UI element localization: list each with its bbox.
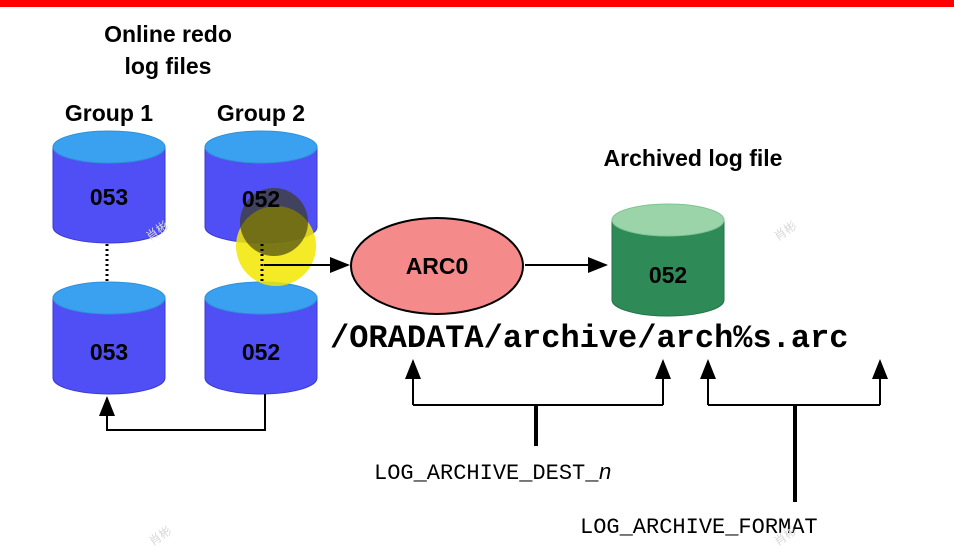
dest-param-suffix: n (598, 461, 612, 486)
archive-path: /ORADATA/archive/arch%s.arc (330, 320, 849, 357)
redo-disk-group1-bottom (52, 281, 166, 395)
cursor-highlight-core (240, 188, 308, 256)
arc0-label: ARC0 (405, 253, 469, 279)
group2-top-seq: 052 (241, 186, 281, 212)
group2-bottom-seq: 052 (241, 339, 281, 365)
dest-param-name: LOG_ARCHIVE_DEST_ (374, 461, 599, 486)
group1-top-seq: 053 (89, 184, 129, 210)
group1-label: Group 1 (64, 100, 154, 126)
log-archive-dest-param: LOG_ARCHIVE_DEST_n (374, 461, 612, 486)
archived-seq: 052 (648, 262, 688, 288)
log-switch-loop (99, 394, 266, 431)
archived-title: Archived log file (603, 145, 783, 171)
redo-disk-group2-bottom (204, 281, 318, 395)
online-redo-title-line1: Online redo (104, 21, 232, 47)
arc0-process (350, 217, 524, 315)
online-redo-title-line2: log files (124, 53, 212, 79)
log-archive-format-param: LOG_ARCHIVE_FORMAT (580, 515, 818, 540)
group1-bottom-seq: 053 (89, 339, 129, 365)
archived-log-disk (611, 203, 725, 317)
group2-label: Group 2 (216, 100, 306, 126)
top-accent-bar (0, 0, 954, 7)
redo-disk-group1-top (52, 130, 166, 244)
